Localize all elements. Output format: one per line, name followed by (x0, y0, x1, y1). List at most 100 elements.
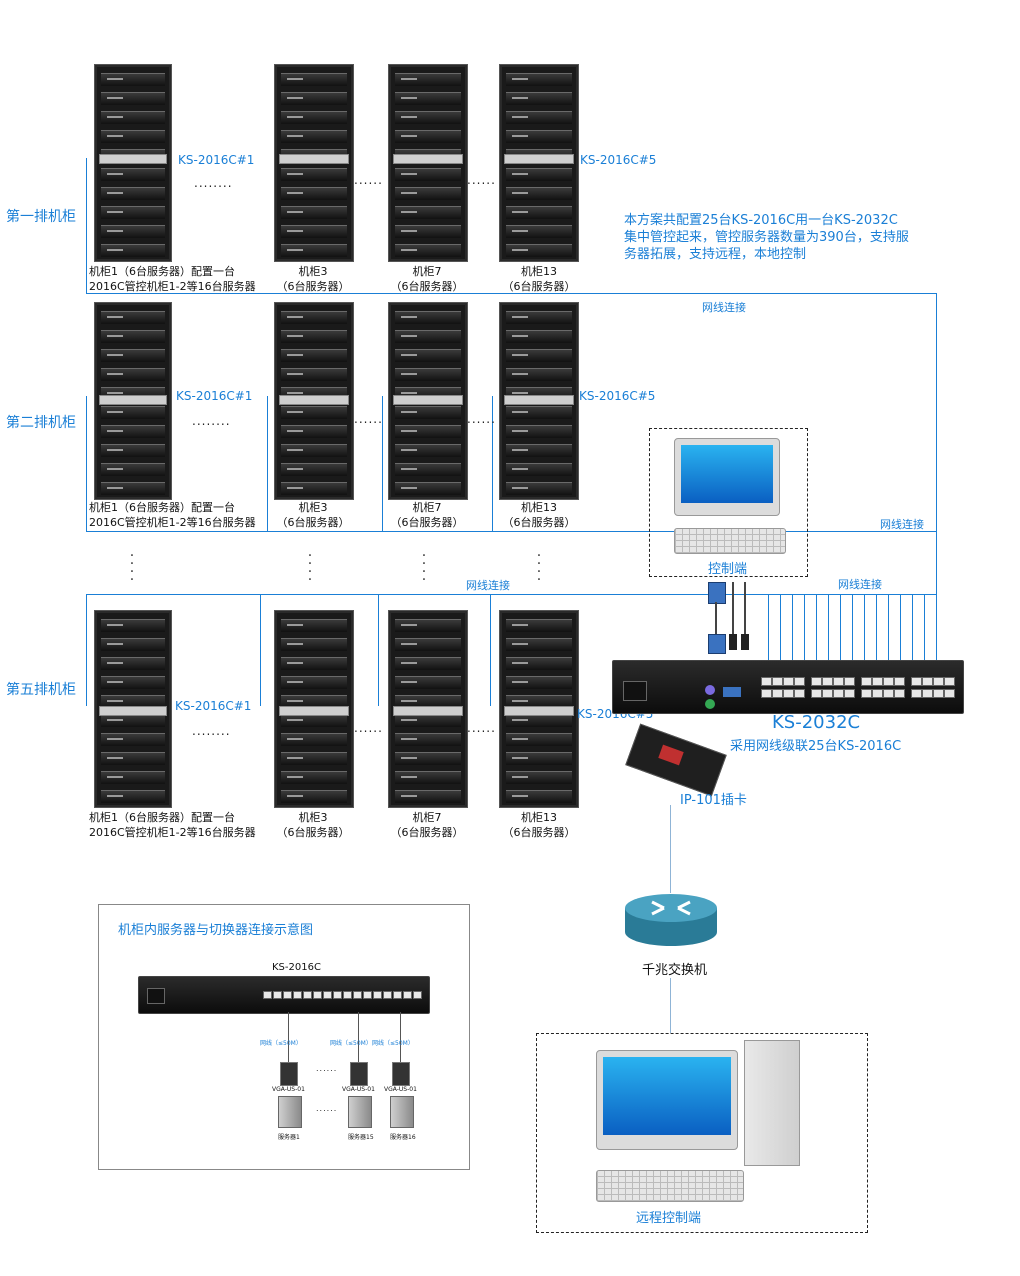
row-label-1: 第一排机柜 (6, 209, 76, 225)
ks-2016c-unit (393, 395, 463, 405)
server-unit (395, 771, 461, 784)
server-rack (499, 302, 579, 500)
inset-device-label: KS-2016C (272, 962, 321, 973)
inset-ks-2016c-device (138, 976, 430, 1014)
server-unit (281, 752, 347, 765)
rj45-port-icon (343, 991, 352, 999)
vga-us-module-icon (280, 1062, 298, 1086)
usb-cable (744, 582, 746, 634)
dots-row5-b: ...... (354, 721, 383, 735)
fan-line (924, 594, 925, 668)
server-unit (506, 676, 572, 689)
rj45-port-icon (273, 991, 282, 999)
server-rack (499, 610, 579, 808)
server-unit (281, 619, 347, 632)
ks-2016c-unit (99, 395, 167, 405)
row5-drop-c13 (490, 594, 491, 706)
rj45-port-icon (922, 689, 933, 698)
server-unit (395, 752, 461, 765)
description-line-2: 集中管控起来，管控服务器数量为390台，支持服 (624, 230, 909, 245)
rj45-port-icon (393, 991, 402, 999)
server-unit (101, 619, 165, 632)
rj45-port-icon (383, 991, 392, 999)
console-label: 控制端 (708, 562, 748, 577)
server-unit (281, 349, 347, 362)
rj45-port-icon (811, 677, 822, 686)
ip-card-label: IP-101插卡 (680, 793, 747, 808)
server-unit (101, 771, 165, 784)
server-unit (281, 657, 347, 670)
vdots-4: ···· (536, 548, 542, 588)
server-unit (281, 225, 347, 238)
vga-cable (715, 602, 717, 634)
server-unit (281, 444, 347, 457)
server-unit (506, 619, 572, 632)
vdots-1: ···· (129, 548, 135, 588)
remote-box (536, 1033, 868, 1233)
server-unit (101, 349, 165, 362)
description-line-1: 本方案共配置25台KS-2016C用一台KS-2032C (624, 213, 898, 228)
inset-title: 机柜内服务器与切换器连接示意图 (118, 923, 314, 938)
inset-cable-label: 网线（≤50M） (330, 1040, 372, 1047)
fan-line (840, 594, 841, 668)
inset-server-label: 服务器15 (348, 1134, 374, 1141)
server-unit (281, 482, 347, 495)
rj45-port-icon (844, 689, 855, 698)
server-unit (395, 425, 461, 438)
rj45-port-icon (933, 677, 944, 686)
rj45-port-icon (861, 677, 872, 686)
server-unit (506, 695, 572, 708)
server-unit (506, 771, 572, 784)
inset-module-label: VGA-US-01 (342, 1086, 375, 1093)
fan-line (900, 594, 901, 668)
server-unit (281, 244, 347, 257)
fan-line (852, 594, 853, 668)
inset-cable-line (358, 1012, 359, 1062)
server-unit (101, 130, 165, 143)
rj45-port-icon (833, 689, 844, 698)
server-unit (281, 111, 347, 124)
server-unit (506, 206, 572, 219)
link-ipcard-switch (670, 805, 671, 893)
server-unit (281, 311, 347, 324)
server-rack (274, 610, 354, 808)
rj45-port-icon (772, 677, 783, 686)
server-unit (101, 733, 165, 746)
server-unit (101, 790, 165, 803)
rj45-port-icon (822, 677, 833, 686)
ks-2016c-unit (279, 395, 349, 405)
server-unit (506, 244, 572, 257)
server-unit (395, 406, 461, 419)
server-unit (395, 92, 461, 105)
switch-label: 千兆交换机 (642, 963, 708, 978)
ks-2016c-unit (504, 706, 574, 716)
server-unit (281, 168, 347, 181)
ks-2016c-unit (393, 706, 463, 716)
power-socket-icon (147, 988, 165, 1004)
vdots-3: ···· (421, 548, 427, 588)
server-unit (506, 733, 572, 746)
rj45-port-icon (872, 689, 883, 698)
rj45-port-icon (303, 991, 312, 999)
row2-drop-c3 (267, 396, 268, 531)
ks-2016c-unit (99, 706, 167, 716)
inset-module-label: VGA-US-01 (272, 1086, 305, 1093)
rj45-port-icon (794, 677, 805, 686)
server-unit (395, 676, 461, 689)
server-unit (506, 657, 572, 670)
caption-r5-c3-l1: 机柜3 (298, 811, 328, 824)
caption-r2-c7-l2: （6台服务器） (390, 516, 464, 529)
row2-drop-c13 (492, 396, 493, 531)
server-unit (101, 330, 165, 343)
server-unit (281, 206, 347, 219)
bus-line-row5 (86, 594, 936, 595)
server-unit (101, 225, 165, 238)
server-unit (101, 482, 165, 495)
server-unit (101, 73, 165, 86)
server-unit (395, 368, 461, 381)
rj45-port-icon (323, 991, 332, 999)
inset-frame (98, 904, 470, 1170)
server-rack (94, 610, 172, 808)
server-unit (101, 368, 165, 381)
inset-dots-2: ...... (316, 1104, 338, 1113)
